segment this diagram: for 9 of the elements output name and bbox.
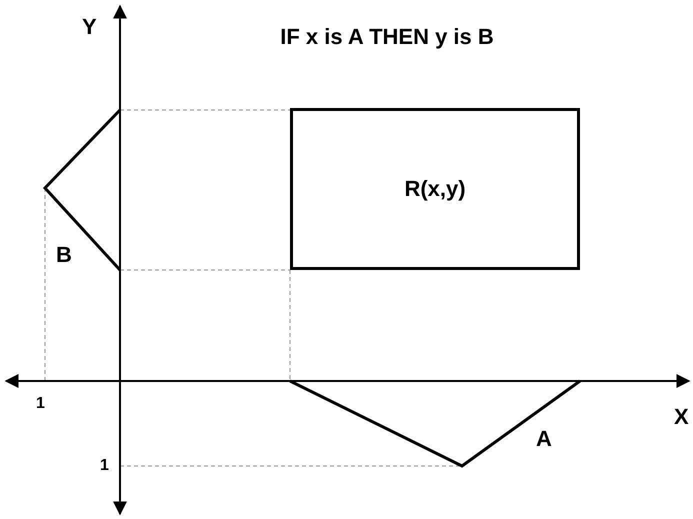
membership-label: A xyxy=(536,428,552,450)
tick-label: 1 xyxy=(100,458,109,474)
axis-label: Y xyxy=(82,16,97,38)
tick-label: 1 xyxy=(36,396,45,412)
rule-title: IF x is A THEN y is B xyxy=(280,26,494,48)
membership-label: B xyxy=(56,244,72,266)
relation-label: R(x,y) xyxy=(404,176,466,202)
relation-box xyxy=(290,108,580,270)
axis-label: X xyxy=(674,406,689,428)
